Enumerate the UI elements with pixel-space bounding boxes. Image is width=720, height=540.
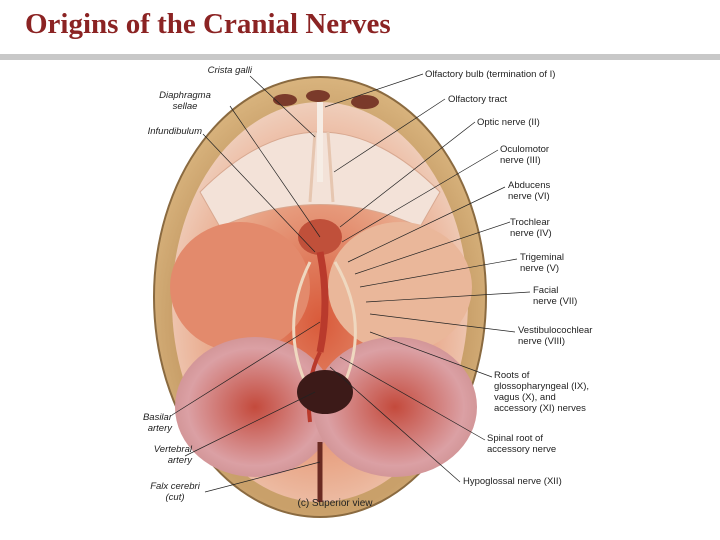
label-vestibulocochlear-nerve: Vestibulocochlear nerve (VIII) <box>518 325 593 347</box>
label-vertebral-artery: Vertebral artery <box>153 444 192 466</box>
foramen-magnum <box>297 370 353 414</box>
cranial-nerve-bundle-left <box>292 261 312 383</box>
label-facial-nerve: Facial nerve (VII) <box>533 285 578 307</box>
label-spinal-root-accessory: Spinal root of accessory nerve <box>487 433 557 455</box>
cranial-nerve-bundle-right <box>333 261 357 383</box>
frontal-sinus-mid <box>306 90 330 102</box>
slide-title: Origins of the Cranial Nerves <box>25 8 391 40</box>
label-optic-nerve: Optic nerve (II) <box>477 117 540 128</box>
leader-lines-left <box>171 75 321 493</box>
middle-fossa-right <box>328 222 472 352</box>
frontal-sinus-left <box>273 94 297 106</box>
posterior-fossa-left <box>175 337 335 477</box>
label-trochlear-nerve: Trochlear nerve (IV) <box>510 217 552 239</box>
label-basilar-artery: Basilar artery <box>142 412 172 434</box>
skull-base-figure: Crista galli Diaphragma sellae Infundibu… <box>130 62 620 522</box>
label-trigeminal-nerve: Trigeminal nerve (V) <box>520 252 564 274</box>
leader-lines-right <box>324 73 531 483</box>
middle-fossa-left <box>170 222 310 352</box>
label-abducens-nerve: Abducens nerve (VI) <box>508 180 551 202</box>
skull-illustration <box>153 73 531 518</box>
label-crista-galli: Crista galli <box>207 65 252 76</box>
basilar-artery <box>316 251 329 353</box>
label-hypoglossal-nerve: Hypoglossal nerve (XII) <box>463 476 562 487</box>
frontal-sinus-right <box>351 95 379 109</box>
label-falx-cerebri: Falx cerebri (cut) <box>150 481 200 503</box>
label-diaphragma-sellae: Diaphragma sellae <box>159 90 211 112</box>
label-olfactory-bulb: Olfactory bulb (termination of I) <box>425 69 556 80</box>
label-infundibulum: Infundibulum <box>147 126 202 137</box>
label-olfactory-tract: Olfactory tract <box>448 94 508 105</box>
title-divider <box>0 54 720 60</box>
posterior-fossa-right <box>313 337 477 477</box>
olfactory-tract-right <box>326 131 335 203</box>
figure-caption: (c) Superior view <box>297 498 373 509</box>
label-roots-glossopharyngeal: Roots of glossopharyngeal (IX), vagus (X… <box>494 370 590 414</box>
label-oculomotor-nerve: Oculomotor nerve (III) <box>500 144 550 166</box>
olfactory-tract-left <box>308 131 317 203</box>
